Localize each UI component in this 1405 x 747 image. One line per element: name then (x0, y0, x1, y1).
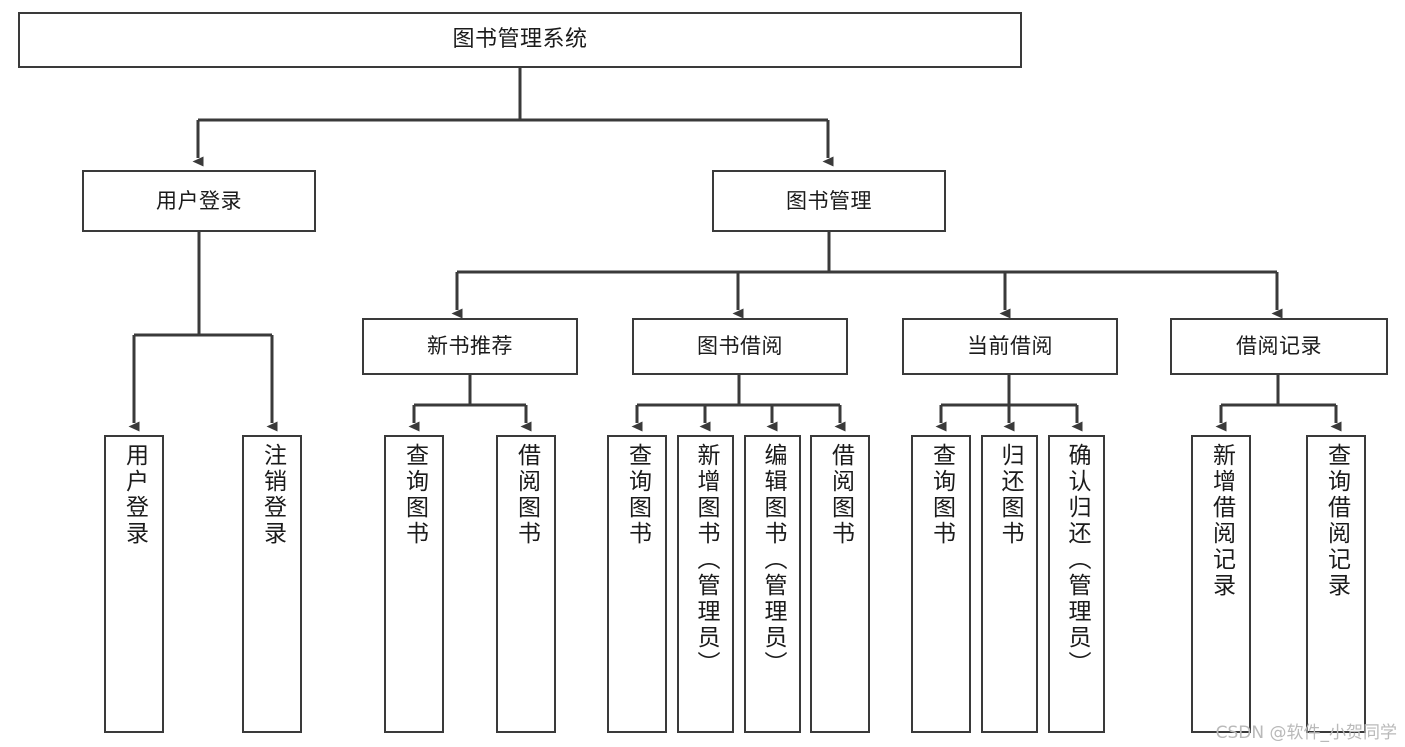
leaf-query-borrow-record[interactable]: 查询借阅记录 (1306, 435, 1366, 733)
node-label: 图书管理 (786, 188, 872, 213)
leaf-query-book-borrow[interactable]: 查询图书 (607, 435, 667, 733)
node-label: 新书推荐 (427, 334, 513, 359)
node-book-borrow[interactable]: 图书借阅 (632, 318, 848, 375)
leaf-borrow-book[interactable]: 借阅图书 (810, 435, 870, 733)
node-label: 编辑图书（管理员） (760, 443, 786, 677)
node-label: 查询借阅记录 (1323, 443, 1350, 599)
node-label: 借阅图书 (513, 443, 540, 547)
leaf-add-book-admin[interactable]: 新增图书（管理员） (677, 435, 734, 733)
leaf-query-book-current[interactable]: 查询图书 (911, 435, 971, 733)
leaf-user-login[interactable]: 用户登录 (104, 435, 164, 733)
node-label: 用户登录 (121, 443, 148, 547)
node-label: 图书管理系统 (452, 27, 588, 53)
node-book-management[interactable]: 图书管理 (712, 170, 946, 232)
node-label: 用户登录 (156, 188, 242, 213)
leaf-logout-login[interactable]: 注销登录 (242, 435, 302, 733)
leaf-add-borrow-record[interactable]: 新增借阅记录 (1191, 435, 1251, 733)
node-label: 新增图书（管理员） (693, 443, 719, 677)
node-label: 注销登录 (259, 443, 286, 547)
node-label: 图书借阅 (697, 334, 783, 359)
node-label: 当前借阅 (967, 334, 1053, 359)
node-root-book-management-system[interactable]: 图书管理系统 (18, 12, 1022, 68)
leaf-edit-book-admin[interactable]: 编辑图书（管理员） (744, 435, 801, 733)
leaf-borrow-book-new[interactable]: 借阅图书 (496, 435, 556, 733)
node-label: 归还图书 (997, 443, 1023, 547)
node-label: 查询图书 (624, 443, 651, 547)
node-label: 查询图书 (928, 443, 955, 547)
node-new-book-recommend[interactable]: 新书推荐 (362, 318, 578, 375)
node-borrow-record[interactable]: 借阅记录 (1170, 318, 1388, 375)
leaf-confirm-return-admin[interactable]: 确认归还（管理员） (1048, 435, 1105, 733)
node-label: 确认归还（管理员） (1064, 443, 1090, 677)
node-label: 借阅记录 (1236, 334, 1322, 359)
node-label: 查询图书 (401, 443, 428, 547)
node-user-login[interactable]: 用户登录 (82, 170, 316, 232)
node-label: 借阅图书 (827, 443, 854, 547)
node-current-borrow[interactable]: 当前借阅 (902, 318, 1118, 375)
leaf-return-book[interactable]: 归还图书 (981, 435, 1038, 733)
leaf-query-book-new[interactable]: 查询图书 (384, 435, 444, 733)
node-label: 新增借阅记录 (1208, 443, 1235, 599)
watermark: CSDN @软件_小贺同学 (1215, 723, 1397, 743)
